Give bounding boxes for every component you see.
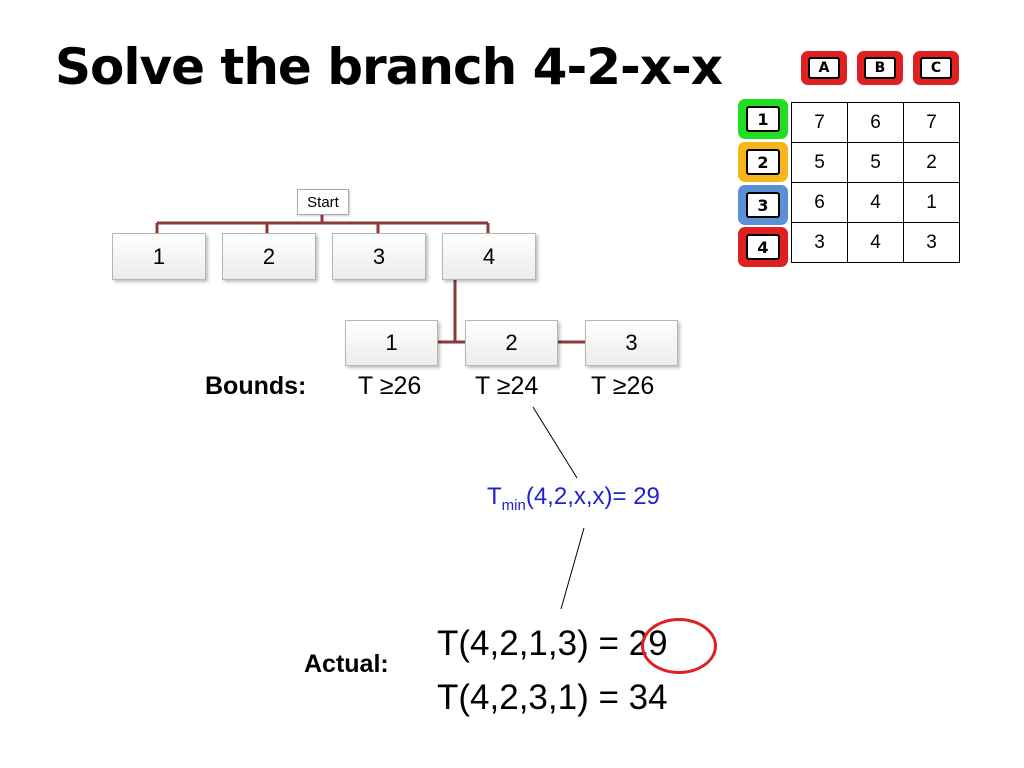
tree-node-level1: 2 — [222, 233, 316, 280]
column-badge-b: B — [857, 51, 903, 85]
tmin-annotation: Tmin(4,2,x,x)= 29 — [487, 483, 660, 514]
column-badge-a: A — [801, 51, 847, 85]
matrix-cell: 4 — [847, 222, 904, 263]
bound-value: T ≥26 — [591, 372, 655, 400]
tmin-subscript: min — [501, 496, 526, 514]
tree-root-node: Start — [297, 189, 349, 215]
actual-label: Actual: — [304, 650, 389, 678]
column-badge-label: B — [864, 57, 896, 79]
matrix-cell: 3 — [791, 222, 848, 263]
cost-matrix: 7 6 7 5 5 2 6 4 1 3 4 3 — [791, 102, 960, 263]
tree-node-level2: 1 — [345, 320, 438, 366]
tree-node-level2: 3 — [585, 320, 678, 366]
matrix-row: 7 6 7 — [791, 102, 960, 143]
tree-node-level2: 2 — [465, 320, 558, 366]
matrix-cell: 3 — [903, 222, 960, 263]
column-badge-label: A — [808, 57, 840, 79]
row-badge-1: 1 — [738, 99, 788, 139]
page-title: Solve the branch 4-2-x-x — [55, 38, 723, 96]
matrix-cell: 2 — [903, 142, 960, 183]
matrix-cell: 5 — [847, 142, 904, 183]
matrix-cell: 7 — [903, 102, 960, 143]
tmin-expression: (4,2,x,x)= 29 — [525, 483, 660, 510]
bounds-label: Bounds: — [205, 372, 307, 400]
actual-line-1: T(4,2,1,3) = 29 — [437, 624, 668, 664]
actual-line-1-prefix: T(4,2,1,3) = — [437, 624, 629, 663]
matrix-cell: 6 — [847, 102, 904, 143]
matrix-row: 5 5 2 — [791, 142, 960, 183]
row-badge-4: 4 — [738, 227, 788, 267]
matrix-cell: 6 — [791, 182, 848, 223]
actual-line-2: T(4,2,3,1) = 34 — [437, 678, 668, 717]
bound-value: T ≥24 — [475, 372, 539, 400]
column-badge-c: C — [913, 51, 959, 85]
tree-node-level1: 3 — [332, 233, 426, 280]
row-badge-label: 2 — [746, 149, 780, 175]
row-badge-3: 3 — [738, 185, 788, 225]
matrix-cell: 7 — [791, 102, 848, 143]
matrix-row: 3 4 3 — [791, 222, 960, 263]
highlight-circle — [641, 618, 717, 674]
bound-value: T ≥26 — [358, 372, 422, 400]
matrix-cell: 5 — [791, 142, 848, 183]
matrix-cell: 1 — [903, 182, 960, 223]
column-badge-label: C — [920, 57, 952, 79]
matrix-cell: 4 — [847, 182, 904, 223]
tree-node-level1: 1 — [112, 233, 206, 280]
row-badge-label: 1 — [746, 106, 780, 132]
row-badge-label: 4 — [746, 234, 780, 260]
row-badge-label: 3 — [746, 192, 780, 218]
tree-node-level1: 4 — [442, 233, 536, 280]
tmin-base: T — [487, 483, 502, 510]
matrix-row: 6 4 1 — [791, 182, 960, 223]
row-badge-2: 2 — [738, 142, 788, 182]
